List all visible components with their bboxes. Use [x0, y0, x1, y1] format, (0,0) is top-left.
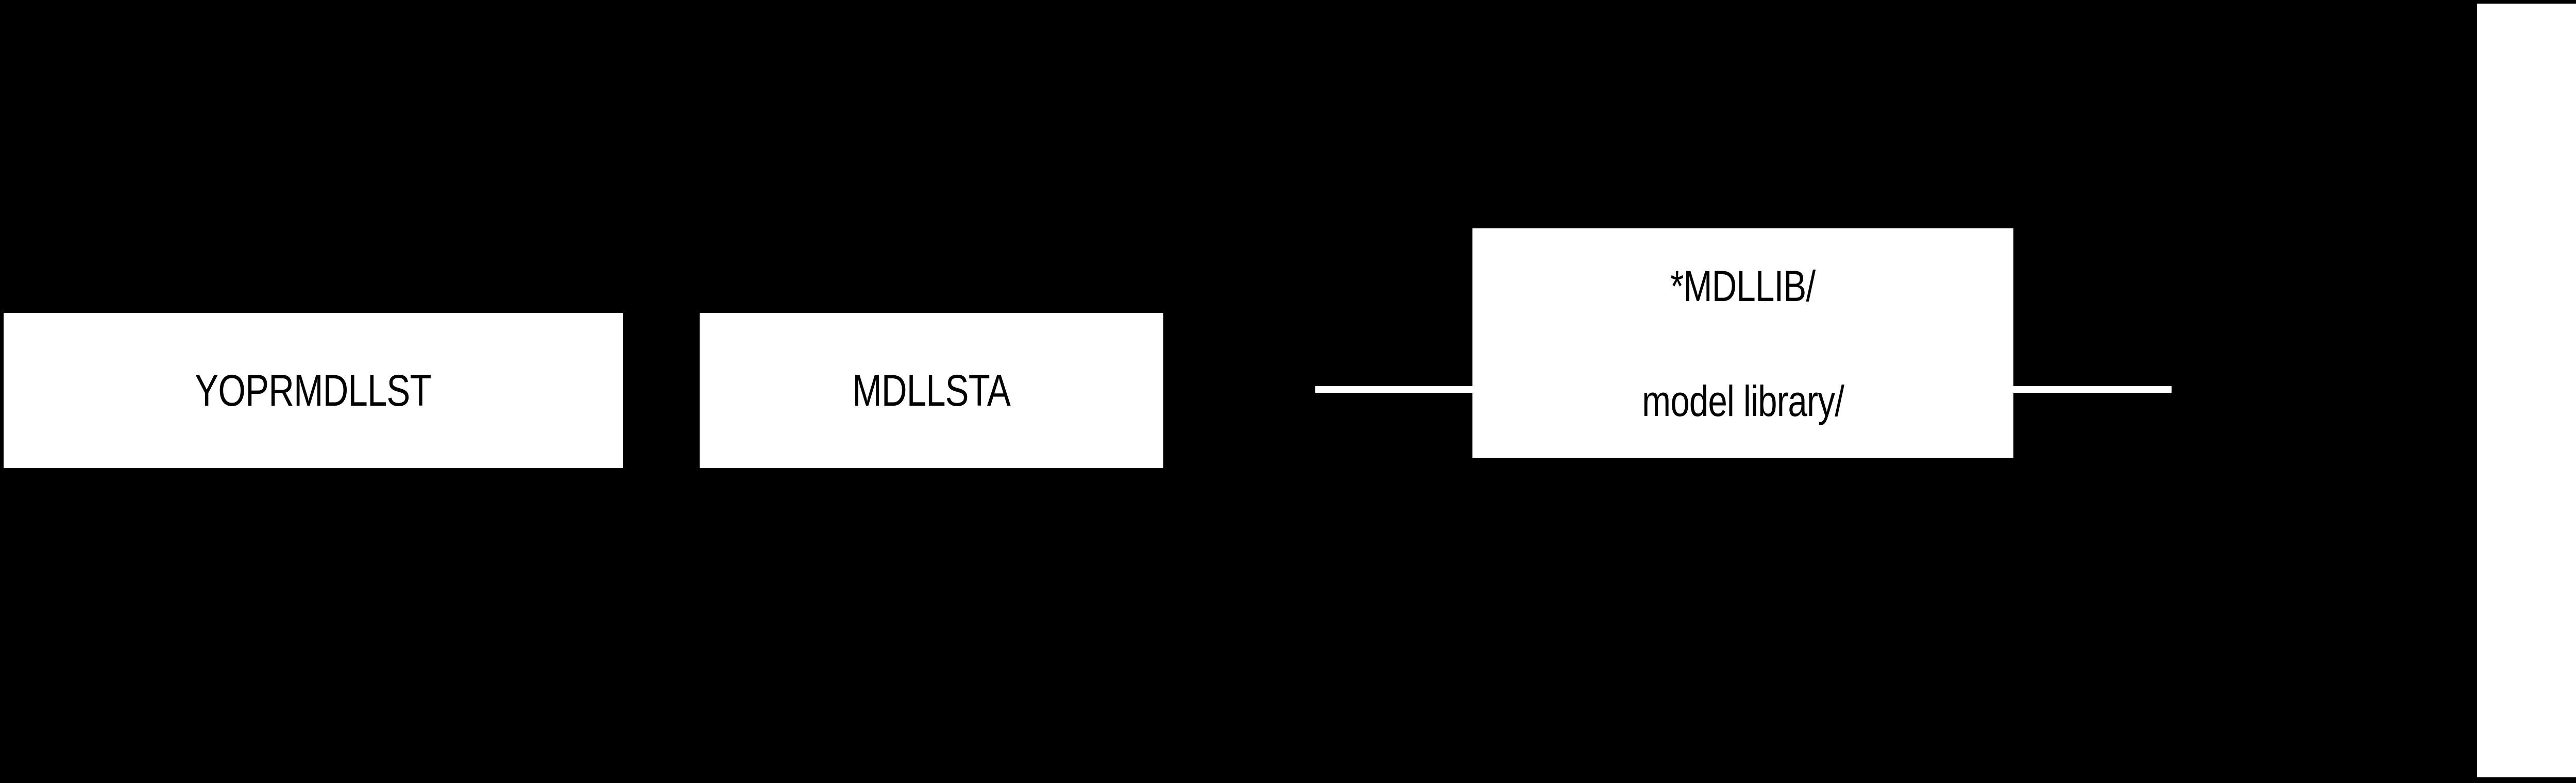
value-item: *USER: [2531, 521, 2576, 565]
library-special-value-label: *MDLLIB/: [1670, 262, 1816, 310]
value-item: *SELECT: [2531, 675, 2576, 720]
library-qualifier-box: *MDLLIB/ model library/: [1472, 228, 2013, 458]
value-item: *MDLPRF: [2531, 367, 2576, 411]
command-name-label: YOPRMDLLST: [195, 365, 432, 415]
command-name-box: YOPRMDLLST: [4, 313, 623, 468]
library-description-label: model library/: [1641, 377, 1844, 425]
connector-line-left: [1315, 386, 1475, 393]
value-item: *ALLOBJ: [2531, 212, 2576, 257]
allowed-values-panel: list name *ALLOBJ *MDLPRF *USER *SELECT: [2477, 4, 2576, 777]
keyword-box: MDLLSTA: [700, 313, 1163, 468]
keyword-label: MDLLSTA: [852, 365, 1011, 415]
value-item: list name: [2531, 59, 2576, 104]
connector-line-right: [2011, 386, 2172, 393]
